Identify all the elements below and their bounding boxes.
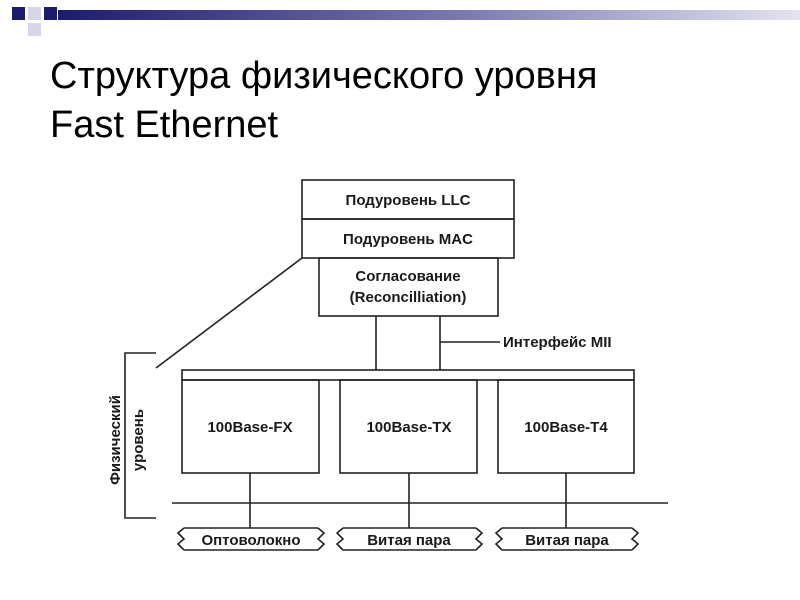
phy-block-t4-label: 100Base-T4 xyxy=(524,419,608,436)
phy-block-tx-label: 100Base-TX xyxy=(366,419,451,436)
banner-square-1 xyxy=(12,7,25,20)
mac-label: Подуровень MAC xyxy=(343,231,473,248)
phy-diagonal-line xyxy=(155,257,303,369)
phy-block-fx-label: 100Base-FX xyxy=(207,419,292,436)
mii-label: Интерфейс MII xyxy=(503,334,612,351)
media-label-t4: Витая пара xyxy=(525,532,609,549)
banner-gradient-bar xyxy=(58,10,800,20)
slide-title-line-2: Fast Ethernet xyxy=(50,104,279,146)
media-label-fx: Оптоволокно xyxy=(201,532,300,549)
banner-square-2 xyxy=(28,7,41,20)
slide-title-line-1: Структура физического уровня xyxy=(50,55,598,97)
reconciliation-box xyxy=(318,257,499,317)
banner-square-3 xyxy=(28,23,41,36)
header-banner xyxy=(12,7,800,36)
slide-title: Структура физического уровня Fast Ethern… xyxy=(50,52,597,150)
phy-layer-label-1: Физический xyxy=(107,395,124,485)
media-frame-t4 xyxy=(494,527,640,551)
reconciliation-label-1: Согласование xyxy=(355,268,460,285)
media-frame-tx xyxy=(335,527,484,551)
phy-bracket xyxy=(124,352,156,519)
reconciliation-label-2: (Reconcilliation) xyxy=(350,289,467,306)
llc-label: Подуровень LLC xyxy=(346,192,471,209)
media-frame-fx xyxy=(176,527,326,551)
mii-bus xyxy=(181,369,635,381)
phy-layer-label-2: уровень xyxy=(130,409,147,471)
banner-square-4 xyxy=(44,7,57,20)
media-label-tx: Витая пара xyxy=(367,532,451,549)
